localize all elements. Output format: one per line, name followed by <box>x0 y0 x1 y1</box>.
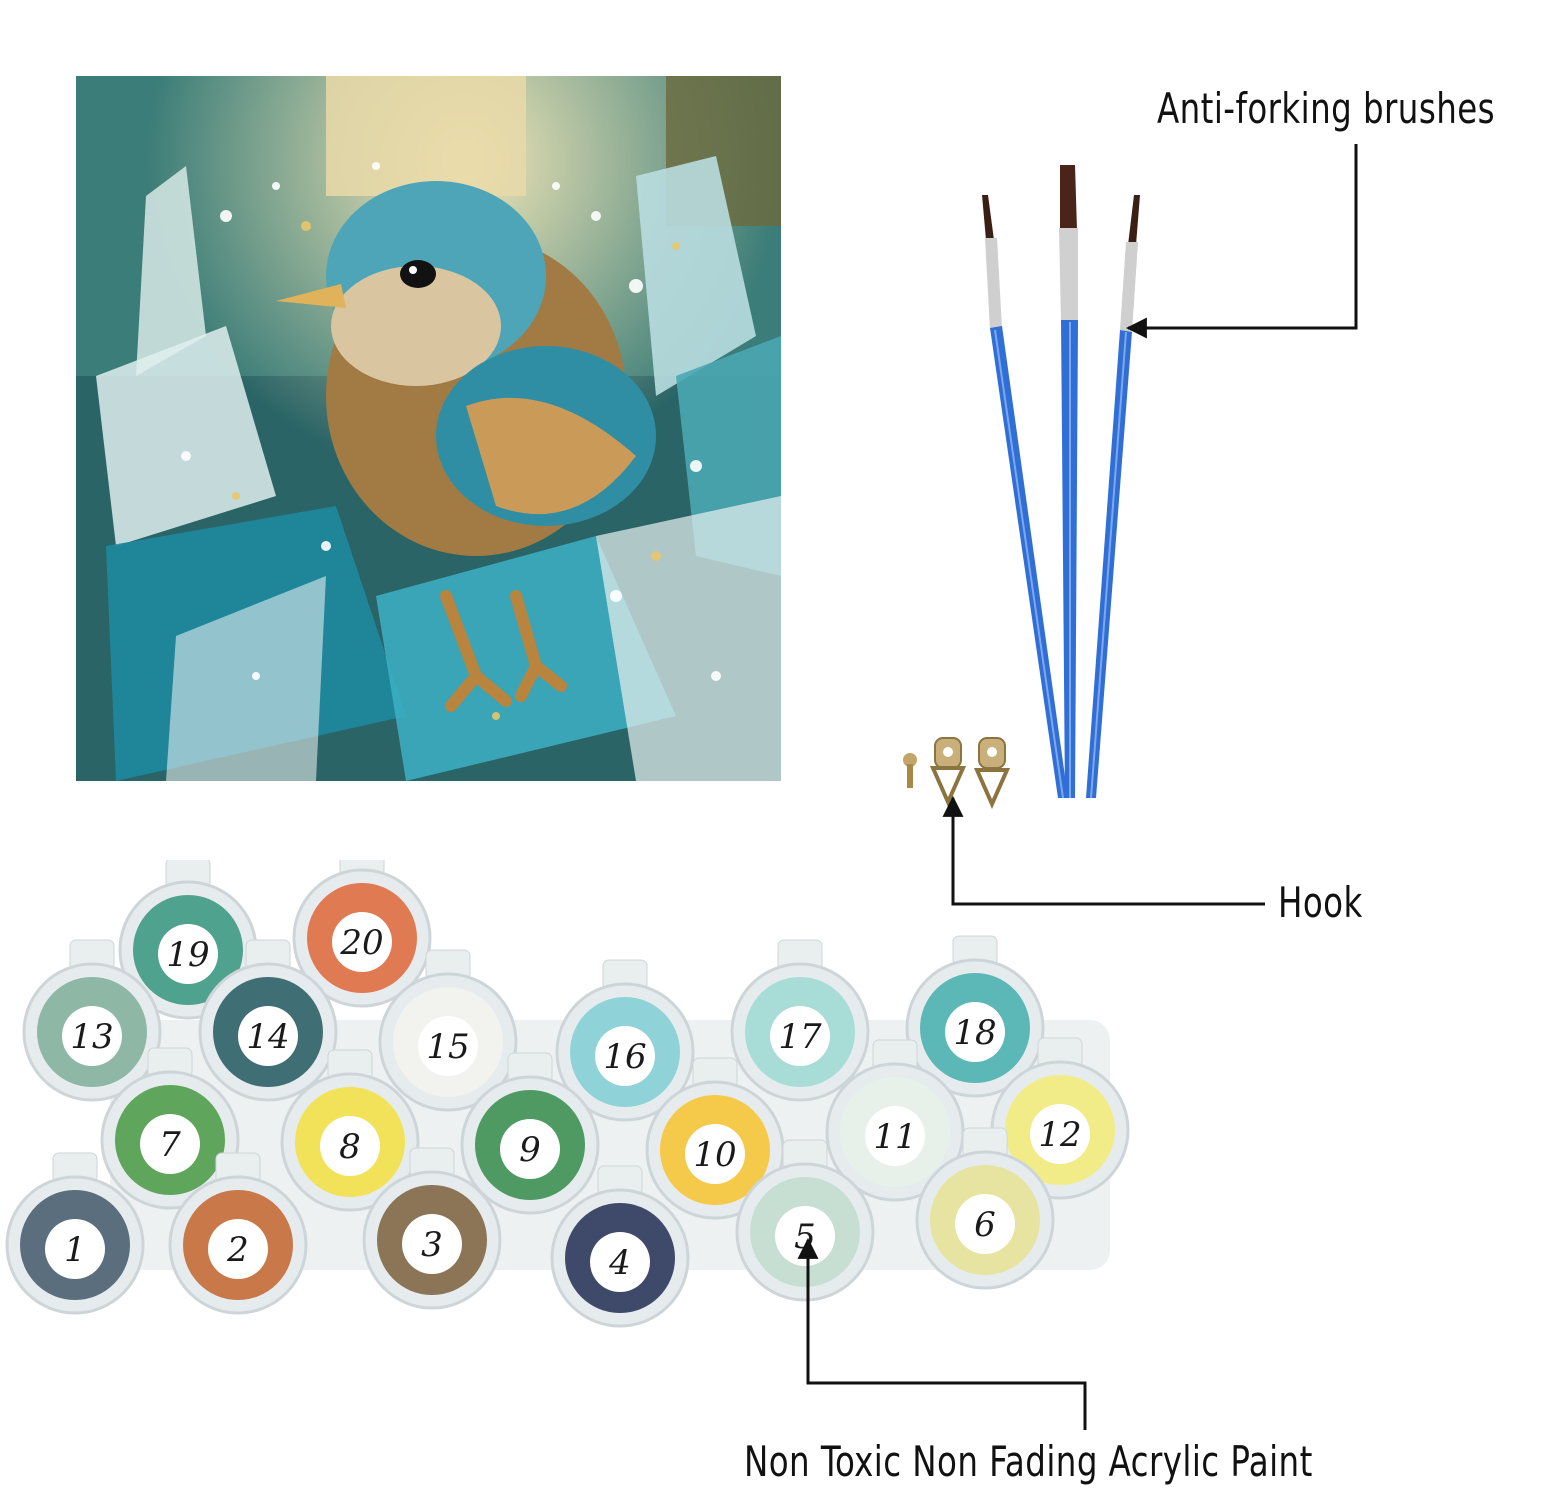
pot-number: 4 <box>608 1243 631 1283</box>
paint-pot-16: 16 <box>555 959 695 1122</box>
pot-number: 20 <box>339 923 383 963</box>
pot-number: 16 <box>603 1037 646 1077</box>
pot-number: 13 <box>70 1017 113 1057</box>
paint-pot-20: 20 <box>292 860 432 1008</box>
pot-number: 3 <box>421 1225 443 1265</box>
brushes-leader <box>1125 144 1358 339</box>
paint-pot-9: 9 <box>460 1052 600 1215</box>
paint-pot-15: 15 <box>378 949 518 1112</box>
pot-number: 6 <box>974 1205 996 1245</box>
pot-number: 15 <box>426 1027 469 1067</box>
round-brush-left <box>982 195 1068 799</box>
pot-number: 5 <box>794 1217 816 1257</box>
pot-number: 19 <box>166 935 209 975</box>
brushes-image <box>982 165 1140 799</box>
pot-number: 17 <box>778 1017 822 1057</box>
brushes-label: Anti-forking brushes <box>1157 84 1496 133</box>
paint-pot-3: 3 <box>362 1147 502 1310</box>
pot-number: 9 <box>519 1130 541 1170</box>
paint-pot-13: 13 <box>22 939 162 1102</box>
pot-number: 7 <box>159 1125 181 1165</box>
paint-pot-17: 17 <box>730 939 870 1102</box>
paint-pot-8: 8 <box>280 1049 420 1212</box>
pot-number: 18 <box>953 1013 996 1053</box>
pot-number: 2 <box>226 1230 249 1270</box>
pot-number: 11 <box>873 1117 916 1157</box>
paint-pot-1: 1 <box>5 1152 145 1315</box>
paint-pot-4: 4 <box>550 1165 690 1328</box>
paint-pot-7: 7 <box>100 1047 240 1210</box>
paint-pot-2: 2 <box>168 1152 308 1315</box>
triangle-hook-right <box>973 737 1011 809</box>
paint-pot-14: 14 <box>198 939 338 1102</box>
bird-painting-image <box>76 76 781 781</box>
pot-number: 1 <box>64 1230 86 1270</box>
screw-icon <box>903 753 917 788</box>
round-brush-right <box>1086 195 1140 799</box>
paint-pot-18: 18 <box>905 935 1045 1098</box>
hook-label: Hook <box>1278 878 1363 927</box>
paint-pot-11: 11 <box>825 1039 965 1202</box>
triangle-hook-left <box>929 737 967 807</box>
paint-pot-10: 10 <box>645 1057 785 1220</box>
pot-number: 10 <box>693 1135 736 1175</box>
paint-label: Non Toxic Non Fading Acrylic Paint <box>744 1437 1313 1486</box>
pot-number: 8 <box>339 1127 361 1167</box>
hooks-image <box>903 737 1011 809</box>
pot-number: 12 <box>1038 1115 1081 1155</box>
pot-number: 14 <box>246 1017 289 1057</box>
flat-brush-middle <box>1059 165 1078 798</box>
